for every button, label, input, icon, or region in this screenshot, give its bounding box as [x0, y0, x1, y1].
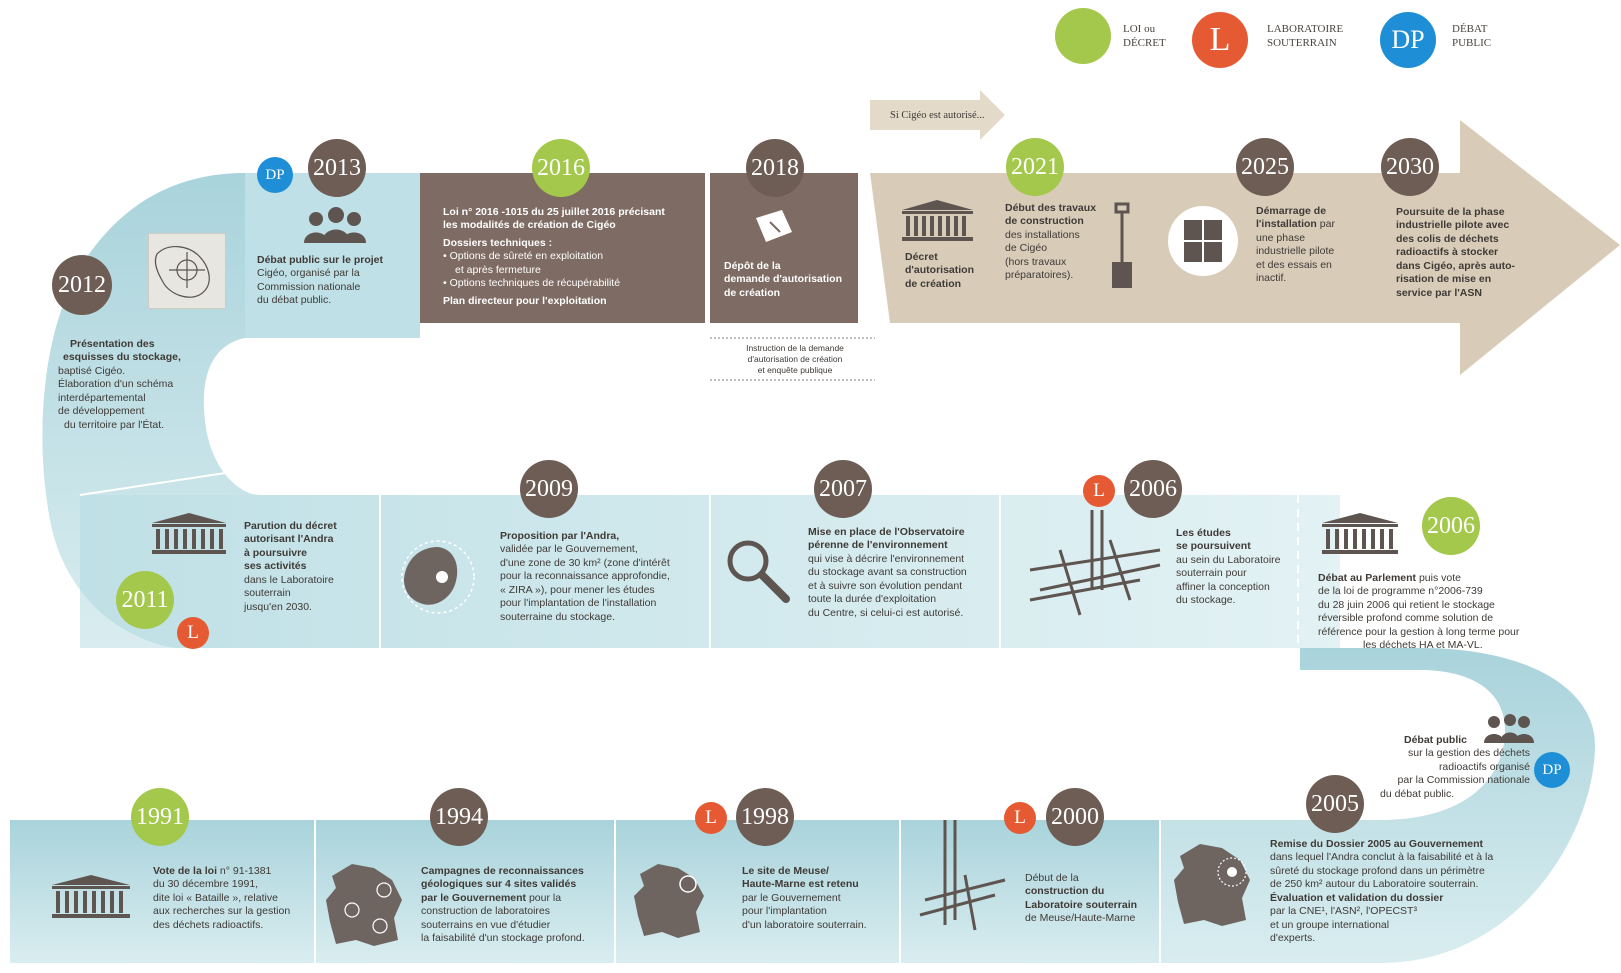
- event-2025-text: Démarrage de l'installation par une phas…: [1256, 205, 1335, 285]
- event-1991-text: Vote de la loi n° 91-1381 du 30 décembre…: [153, 865, 291, 931]
- event-2016-text: Loi n° 2016 -1015 du 25 juillet 2016 pré…: [443, 206, 665, 307]
- shovel-icon: [1108, 200, 1138, 296]
- event-2005-text: Remise du Dossier 2005 au Gouvernement d…: [1270, 838, 1494, 945]
- labo-badge-2006: L: [1085, 477, 1113, 505]
- france-map-icon: [322, 860, 412, 950]
- band-2013: [245, 173, 420, 338]
- event-2013-text: Débat public sur le projet Cigéo, organi…: [257, 254, 384, 307]
- labo-badge-1998: L: [697, 804, 725, 832]
- event-2018-note: Instruction de la demande d'autorisation…: [746, 343, 844, 376]
- year-2030: 2030: [1381, 138, 1439, 196]
- dp-badge-2005: DP: [1537, 755, 1567, 785]
- parliament-icon-2006: [1320, 513, 1400, 555]
- event-2009-text: Proposition par l'Andra, validée par le …: [500, 530, 670, 623]
- block-2016: [420, 173, 705, 323]
- parliament-icon-1991: [50, 875, 132, 919]
- event-2030-text: Poursuite de la phase industrielle pilot…: [1396, 206, 1516, 299]
- event-2012-text: Présentation des esquisses du stockage, …: [58, 338, 181, 431]
- si-cigeo-arrow: [870, 90, 1005, 140]
- year-1998: 1998: [736, 788, 794, 846]
- year-2007: 2007: [814, 460, 872, 518]
- year-2011: 2011: [116, 571, 174, 629]
- parliament-icon-2011: [150, 513, 228, 555]
- band-row-bottom: [10, 820, 1170, 963]
- people-icon: [298, 205, 368, 245]
- year-2021: 2021: [1006, 138, 1064, 196]
- year-2012: 2012: [52, 255, 112, 315]
- legend-loi-swatch: [1055, 8, 1111, 64]
- magnifier-icon: [722, 535, 792, 605]
- year-2000: 2000: [1046, 788, 1104, 846]
- block-2018: [710, 173, 858, 323]
- year-2025: 2025: [1236, 138, 1294, 196]
- dp-badge-2013: DP: [260, 160, 290, 190]
- si-cigeo-label: Si Cigéo est autorisé...: [890, 110, 985, 121]
- event-2021-text: Début des travaux de construction des in…: [1005, 202, 1097, 282]
- event-2005-debat-text: Débat public sur la gestion des déchets …: [1380, 734, 1530, 800]
- year-1994: 1994: [430, 788, 488, 846]
- gallery-network-icon: [1020, 500, 1170, 620]
- france-map-icon-2005: [1170, 840, 1260, 930]
- year-2005: 2005: [1306, 775, 1364, 833]
- year-2013: 2013: [308, 139, 366, 197]
- event-2000-text: Début de la construction du Laboratoire …: [1025, 872, 1138, 925]
- event-2007-text: Mise en place de l'Observatoire pérenne …: [808, 526, 967, 619]
- event-2006-loi-text: Débat au Parlement puis vote de la loi d…: [1318, 572, 1520, 652]
- shaft-icon: [915, 820, 1015, 935]
- labo-badge-2000: L: [1006, 804, 1034, 832]
- band-bend-right: [1160, 648, 1595, 963]
- map-sketch-icon: [148, 233, 226, 309]
- zone-map-icon: [398, 537, 478, 617]
- people-icon-2005: [1480, 712, 1536, 744]
- event-2021-decret-text: Décret d'autorisation de création: [905, 251, 974, 290]
- document-icon: [752, 208, 796, 244]
- event-1998-text: Le site de Meuse/ Haute-Marne est retenu…: [742, 865, 867, 931]
- year-2018: 2018: [746, 139, 804, 197]
- event-2006-labo-text: Les études se poursuivent au sein du Lab…: [1176, 527, 1281, 607]
- labo-badge-2011: L: [179, 619, 207, 647]
- event-2011-text: Parution du décret autorisant l'Andra à …: [244, 520, 337, 613]
- year-2009: 2009: [520, 460, 578, 518]
- event-2018-text: Dépôt de la demande d'autorisation de cr…: [724, 260, 843, 299]
- year-2006-labo: 2006: [1124, 460, 1182, 518]
- legend-labo-badge: L: [1196, 16, 1244, 64]
- container-icon: [1168, 206, 1238, 276]
- year-2006-loi: 2006: [1422, 497, 1480, 555]
- event-1994-text: Campagnes de reconnaissances géologiques…: [421, 865, 585, 945]
- year-2016: 2016: [532, 139, 590, 197]
- france-map-icon-1998: [632, 860, 712, 942]
- year-1991: 1991: [131, 788, 189, 846]
- parliament-icon: [900, 200, 975, 242]
- legend-dp-badge: DP: [1384, 16, 1432, 64]
